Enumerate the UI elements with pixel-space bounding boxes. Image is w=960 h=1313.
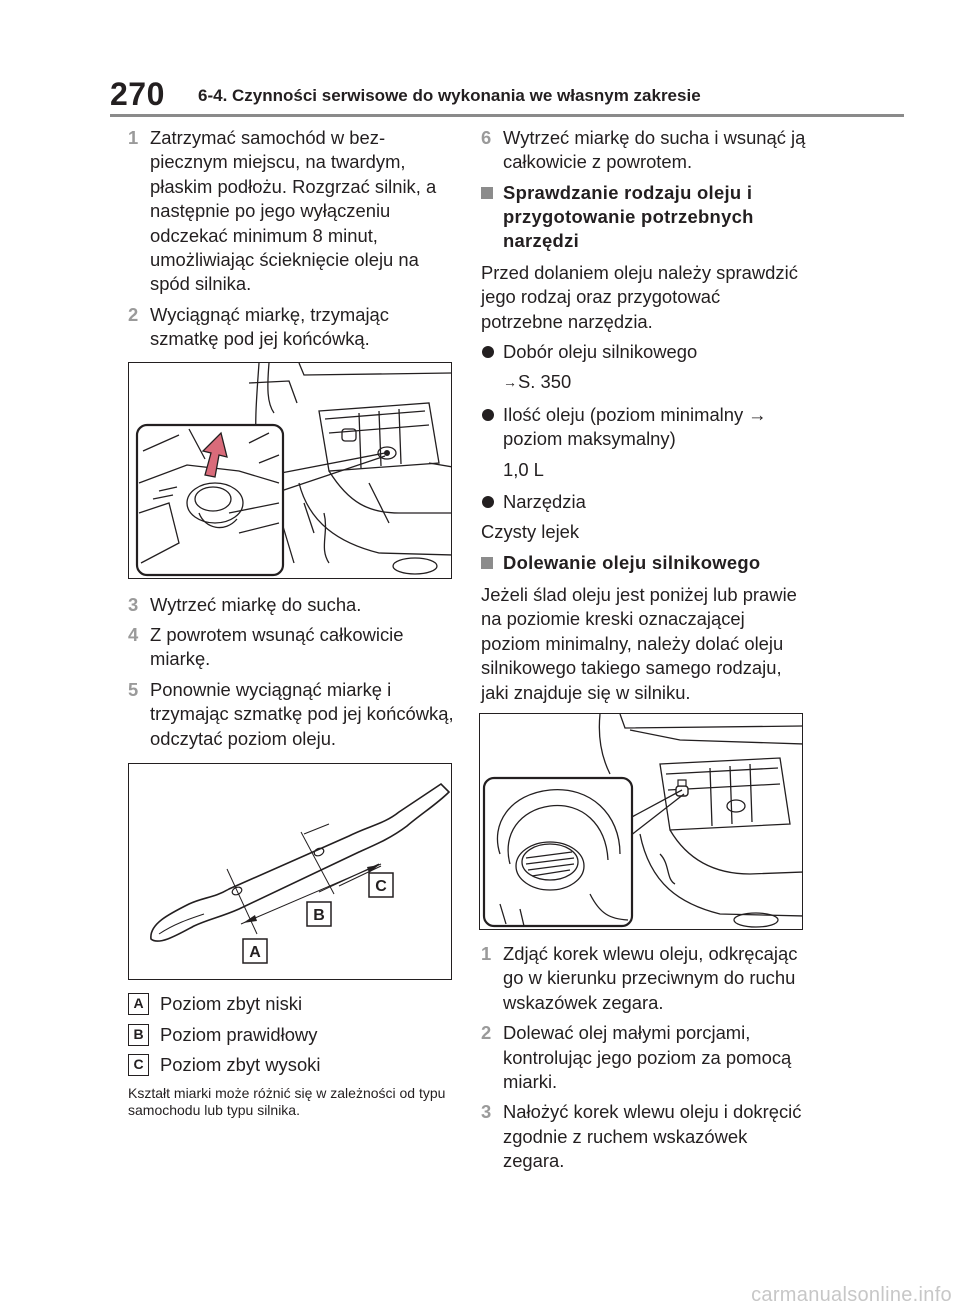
step-text: Wytrzeć miarkę do sucha. — [150, 593, 362, 615]
legend-letter: A — [128, 993, 149, 1016]
bullet-text-cont: poziom maksymalny) — [503, 428, 676, 450]
heading-add-oil: Dolewanie oleju silnikowego — [481, 551, 807, 575]
round-bullet-icon — [482, 408, 494, 421]
page-header: 270 6-4. Czynności serwisowe do wykonani… — [110, 72, 904, 117]
oil-filler-cap-illustration — [479, 712, 803, 930]
step-1: 1 Zatrzymać samochód w bez­piecznym miej… — [128, 126, 454, 297]
dipstick-removal-illustration — [128, 361, 452, 579]
step-text: Wyciągnąć miarkę, trzymając szmatkę pod … — [150, 303, 389, 350]
check-intro: Przed dolaniem oleju należy spraw­dzić j… — [481, 261, 798, 332]
step-text: Nałożyć korek wlewu oleju i do­kręcić zg… — [503, 1101, 802, 1172]
round-bullet-icon — [482, 346, 494, 359]
step-2: 2 Wyciągnąć miarkę, trzymając szmatkę po… — [128, 303, 454, 352]
bullet-oil-quantity: Ilość oleju (poziom minimalny → poziom m… — [481, 403, 807, 452]
add-step-2: 2 Dolewać olej małymi porcjami, kontrolu… — [481, 1021, 807, 1094]
add-step-1: 1 Zdjąć korek wlewu oleju, odkrę­cając g… — [481, 942, 807, 1015]
step-3: 3 Wytrzeć miarkę do sucha. — [128, 593, 454, 617]
oil-type-reference: →S. 350 — [481, 370, 807, 394]
legend-text: Poziom prawidłowy — [160, 1023, 318, 1045]
step-text: Z powrotem wsunąć całkowicie miarkę. — [150, 624, 404, 670]
bullet-oil-type: Dobór oleju silnikowego — [481, 340, 807, 364]
heading-text: Sprawdzanie rodzaju oleju i przygotowani… — [503, 181, 754, 251]
bullet-text: Dobór oleju silnikowego — [503, 341, 698, 363]
tools-value: Czysty lejek — [481, 521, 580, 543]
dipstick-level-illustration: C B A — [128, 763, 452, 981]
heading-check-oil: Sprawdzanie rodzaju oleju i przygotowani… — [481, 181, 807, 253]
header-rule — [110, 114, 904, 117]
square-bullet-icon — [481, 186, 493, 199]
step-text: Dolewać olej małymi porcjami, kontrolują… — [503, 1022, 792, 1092]
step-text: Ponownie wyciągnąć miarkę i trzymając sz… — [150, 678, 454, 749]
step-number: 3 — [128, 593, 139, 615]
label-c: C — [375, 878, 387, 895]
bullet-text: Ilość oleju (poziom minimalny → — [503, 403, 767, 425]
step-number: 2 — [481, 1022, 492, 1044]
add-intro: Jeżeli ślad oleju jest poniżej lub pra­w… — [481, 583, 797, 703]
square-bullet-icon — [481, 556, 493, 569]
dipstick-note: Kształt miarki może różnić się w zależno… — [128, 1085, 446, 1119]
oil-quantity-value: 1,0 L — [503, 458, 544, 480]
page-number: 270 — [110, 76, 165, 112]
legend-text: Poziom zbyt wysoki — [160, 1053, 321, 1075]
step-number: 4 — [128, 624, 139, 646]
right-column: 6 Wytrzeć miarkę do sucha i wsu­nąć ją c… — [479, 126, 807, 1180]
watermark: carmanualsonline.info — [751, 1284, 952, 1306]
section-title: 6-4. Czynności serwisowe do wykonania we… — [198, 86, 701, 105]
label-a: A — [249, 944, 261, 961]
step-number: 1 — [128, 127, 139, 148]
dipstick-drawing: C B A — [150, 783, 451, 964]
step-text: Wytrzeć miarkę do sucha i wsu­nąć ją cał… — [503, 127, 806, 173]
step-5: 5 Ponownie wyciągnąć miarkę i trzymając … — [128, 678, 454, 751]
engine-bay-drawing — [135, 362, 451, 576]
step-text: Zatrzymać samochód w bez­piecznym miejsc… — [150, 127, 437, 295]
step-text: Zdjąć korek wlewu oleju, odkrę­cając go … — [503, 942, 798, 1013]
heading-text: Dolewanie oleju silnikowego — [503, 551, 761, 573]
page-reference: S. 350 — [518, 371, 572, 393]
legend-item-c: C Poziom zbyt wysoki — [128, 1053, 454, 1077]
legend-letter: C — [128, 1053, 149, 1076]
bullet-tools: Narzędzia — [481, 490, 807, 514]
step-number: 3 — [481, 1101, 492, 1123]
legend-text: Poziom zbyt niski — [160, 993, 303, 1015]
engine-bay-filler-drawing — [482, 713, 802, 928]
step-number: 6 — [481, 127, 492, 148]
step-number: 2 — [128, 303, 139, 325]
label-b: B — [313, 907, 325, 924]
step-4: 4 Z powrotem wsunąć całkowicie miarkę. — [128, 623, 454, 672]
legend-item-a: A Poziom zbyt niski — [128, 992, 454, 1016]
round-bullet-icon — [482, 496, 494, 509]
arrow-right-icon: → — [503, 374, 517, 391]
step-number: 1 — [481, 942, 492, 964]
step-number: 5 — [128, 678, 139, 700]
add-step-3: 3 Nałożyć korek wlewu oleju i do­kręcić … — [481, 1100, 807, 1173]
legend-item-b: B Poziom prawidłowy — [128, 1023, 454, 1047]
legend-letter: B — [128, 1023, 149, 1046]
bullet-text: Narzędzia — [503, 491, 586, 513]
left-column: 1 Zatrzymać samochód w bez­piecznym miej… — [128, 126, 454, 1119]
step-6: 6 Wytrzeć miarkę do sucha i wsu­nąć ją c… — [481, 126, 807, 175]
